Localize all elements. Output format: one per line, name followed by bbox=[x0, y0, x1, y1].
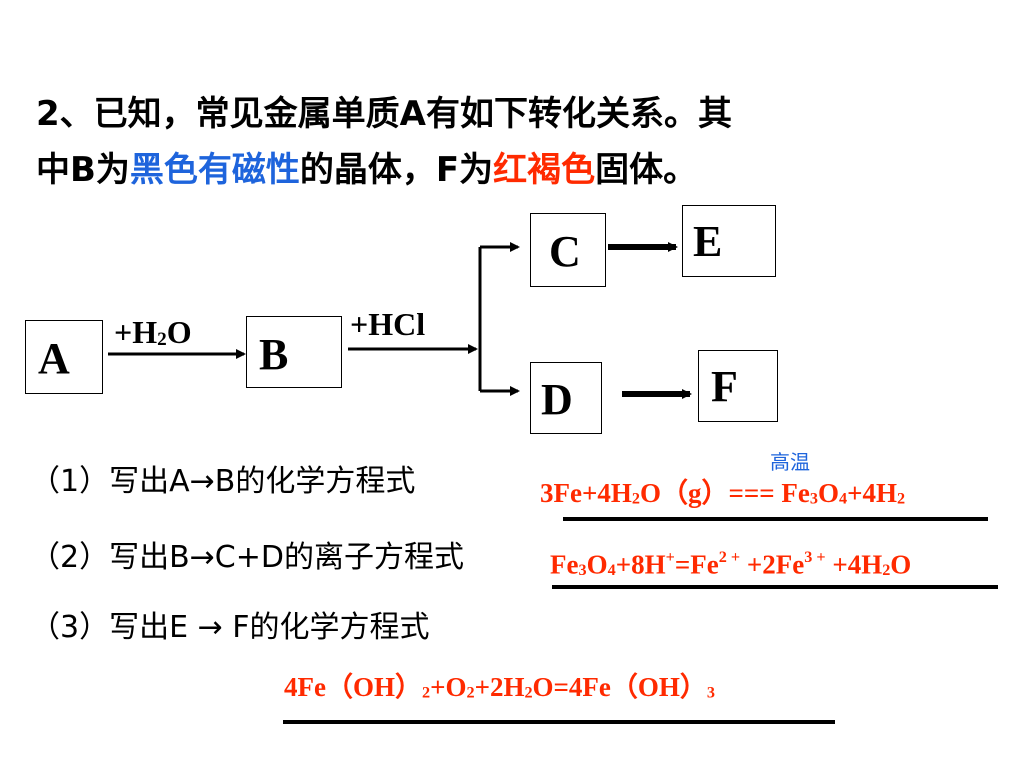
box-a: A bbox=[25, 320, 103, 394]
intro-line-1: 2、已知，常见金属单质A有如下转化关系。其 bbox=[36, 94, 732, 134]
condition-high-temp: 高温 bbox=[770, 450, 810, 474]
answer-1: 3Fe+4H2O（g）=== Fe3O4+4H2 bbox=[540, 478, 906, 508]
answer-2-underline bbox=[552, 585, 998, 589]
intro-text: 2、已知，常见金属单质A有如下转化关系。其 中B为黑色有磁性的晶体，F为红褐色固… bbox=[36, 86, 996, 198]
label-b: B bbox=[259, 330, 289, 379]
box-f: F bbox=[698, 350, 778, 422]
intro-line-2-pre: 中B为 bbox=[36, 150, 130, 190]
box-c: C bbox=[530, 213, 606, 287]
reagent-water: +H2O bbox=[114, 314, 192, 350]
black-magnetic-highlight: 黑色有磁性 bbox=[129, 150, 300, 190]
answer-3: 4Fe（OH）2+O2+2H2O=4Fe（OH）3 bbox=[284, 672, 716, 702]
intro-line-2-mid: 的晶体，F为 bbox=[299, 150, 494, 190]
label-a: A bbox=[38, 334, 70, 383]
answer-1-underline bbox=[563, 517, 988, 521]
question-2: （2）写出B→C+D的离子方程式 bbox=[30, 540, 464, 575]
answer-3-underline bbox=[283, 720, 835, 724]
red-brown-highlight: 红褐色 bbox=[493, 150, 596, 190]
box-b: B bbox=[246, 316, 342, 388]
reagent-hcl: +HCl bbox=[350, 306, 426, 342]
box-e: E bbox=[682, 205, 776, 277]
question-1: （1）写出A→B的化学方程式 bbox=[30, 464, 416, 499]
label-d: D bbox=[541, 375, 573, 424]
question-3: （3）写出E → F的化学方程式 bbox=[30, 610, 430, 645]
label-e: E bbox=[693, 217, 723, 266]
answer-2: Fe3O4+8H+=Fe2 + +2Fe3 + +4H2O bbox=[550, 548, 912, 580]
box-d: D bbox=[530, 362, 602, 434]
intro-line-2-post: 固体。 bbox=[595, 150, 698, 190]
label-f: F bbox=[711, 362, 738, 411]
label-c: C bbox=[549, 227, 581, 276]
intro-line-2: 中B为黑色有磁性的晶体，F为红褐色固体。 bbox=[36, 142, 996, 198]
